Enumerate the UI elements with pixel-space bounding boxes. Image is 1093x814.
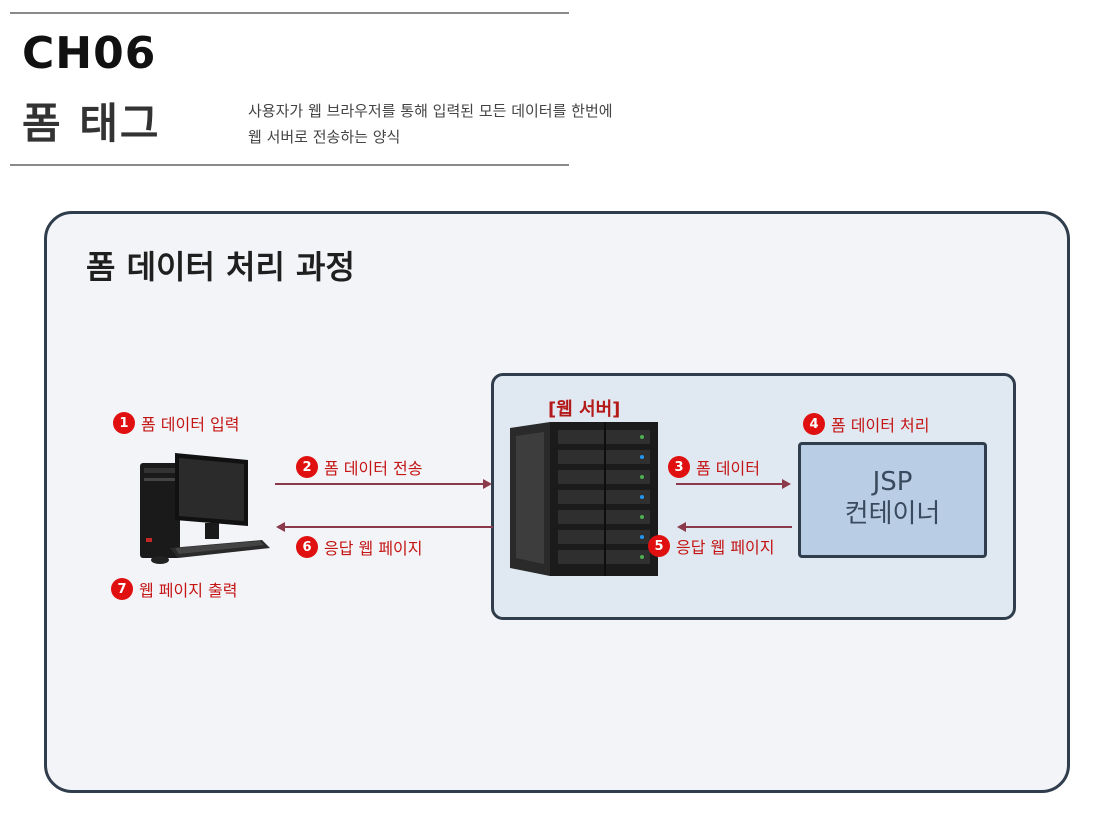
arrow-container-to-server [677, 522, 792, 532]
step-text: 폼 데이터 입력 [141, 415, 240, 434]
jsp-label: JSP [872, 467, 913, 497]
step-number-badge: 7 [111, 578, 133, 600]
description-line-2: 웹 서버로 전송하는 양식 [248, 128, 401, 146]
step-4-label: 4 폼 데이터 처리 [803, 412, 930, 436]
desktop-computer-icon [140, 453, 270, 564]
step-1-label: 1 폼 데이터 입력 [113, 411, 240, 435]
step-6-label: 6 응답 웹 페이지 [296, 535, 423, 559]
step-number-badge: 2 [296, 456, 318, 478]
step-number-badge: 1 [113, 412, 135, 434]
step-text: 폼 데이터 [696, 459, 760, 478]
jsp-container-box: JSP 컨테이너 [798, 442, 987, 558]
server-rack-icon [510, 422, 658, 576]
step-text: 웹 페이지 출력 [139, 581, 238, 600]
step-7-label: 7 웹 페이지 출력 [111, 577, 238, 601]
step-text: 응답 웹 페이지 [676, 538, 775, 557]
step-2-label: 2 폼 데이터 전송 [296, 455, 423, 479]
step-number-badge: 4 [803, 413, 825, 435]
step-number-badge: 6 [296, 536, 318, 558]
web-server-label: [웹 서버] [548, 399, 621, 420]
step-3-label: 3 폼 데이터 [668, 455, 760, 479]
bottom-divider [10, 164, 569, 166]
chapter-title: CH06 [22, 28, 157, 79]
description-line-1: 사용자가 웹 브라우저를 통해 입력된 모든 데이터를 한번에 [248, 102, 613, 120]
diagram-title: 폼 데이터 처리 과정 [86, 248, 355, 286]
top-divider [10, 12, 569, 14]
chapter-description: 사용자가 웹 브라우저를 통해 입력된 모든 데이터를 한번에 웹 서버로 전송… [248, 98, 613, 150]
step-number-badge: 3 [668, 456, 690, 478]
step-5-label: 5 응답 웹 페이지 [648, 534, 775, 558]
step-text: 응답 웹 페이지 [324, 539, 423, 558]
container-label: 컨테이너 [844, 499, 941, 529]
chapter-subtitle: 폼 태그 [22, 99, 161, 148]
arrow-server-to-client [276, 522, 493, 532]
arrow-server-to-container [676, 479, 791, 489]
step-text: 폼 데이터 처리 [831, 416, 930, 435]
step-text: 폼 데이터 전송 [324, 459, 423, 478]
step-number-badge: 5 [648, 535, 670, 557]
arrow-client-to-server [275, 479, 492, 489]
